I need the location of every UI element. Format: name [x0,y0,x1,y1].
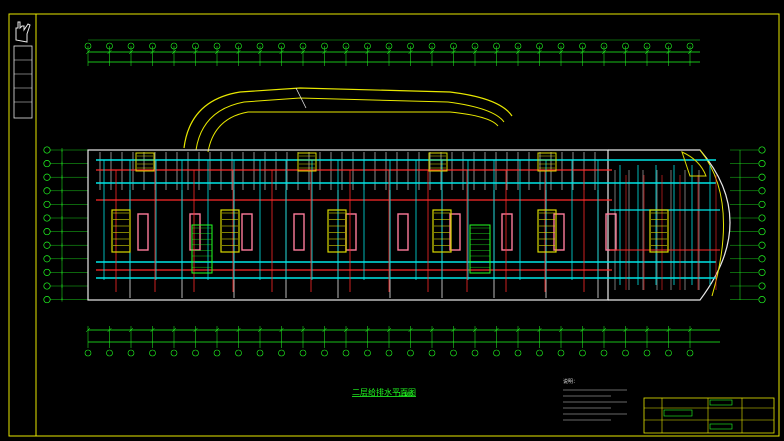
hand-symbol-icon [13,21,33,119]
notes-block: 说明： [563,378,627,421]
notes-heading: 说明： [563,378,578,385]
bottom-dimension-lines [84,326,720,357]
drawing-scale: 1:100 [398,392,413,398]
right-axis-markers [730,146,766,304]
floor-plan-building [87,149,731,301]
title-block [643,397,775,434]
curved-ramp [183,87,513,153]
drawing-title: 二层给排水平面图 [352,387,416,397]
left-axis-markers [43,146,88,304]
top-dimension-lines [84,39,700,66]
drawing-frame [8,13,780,437]
